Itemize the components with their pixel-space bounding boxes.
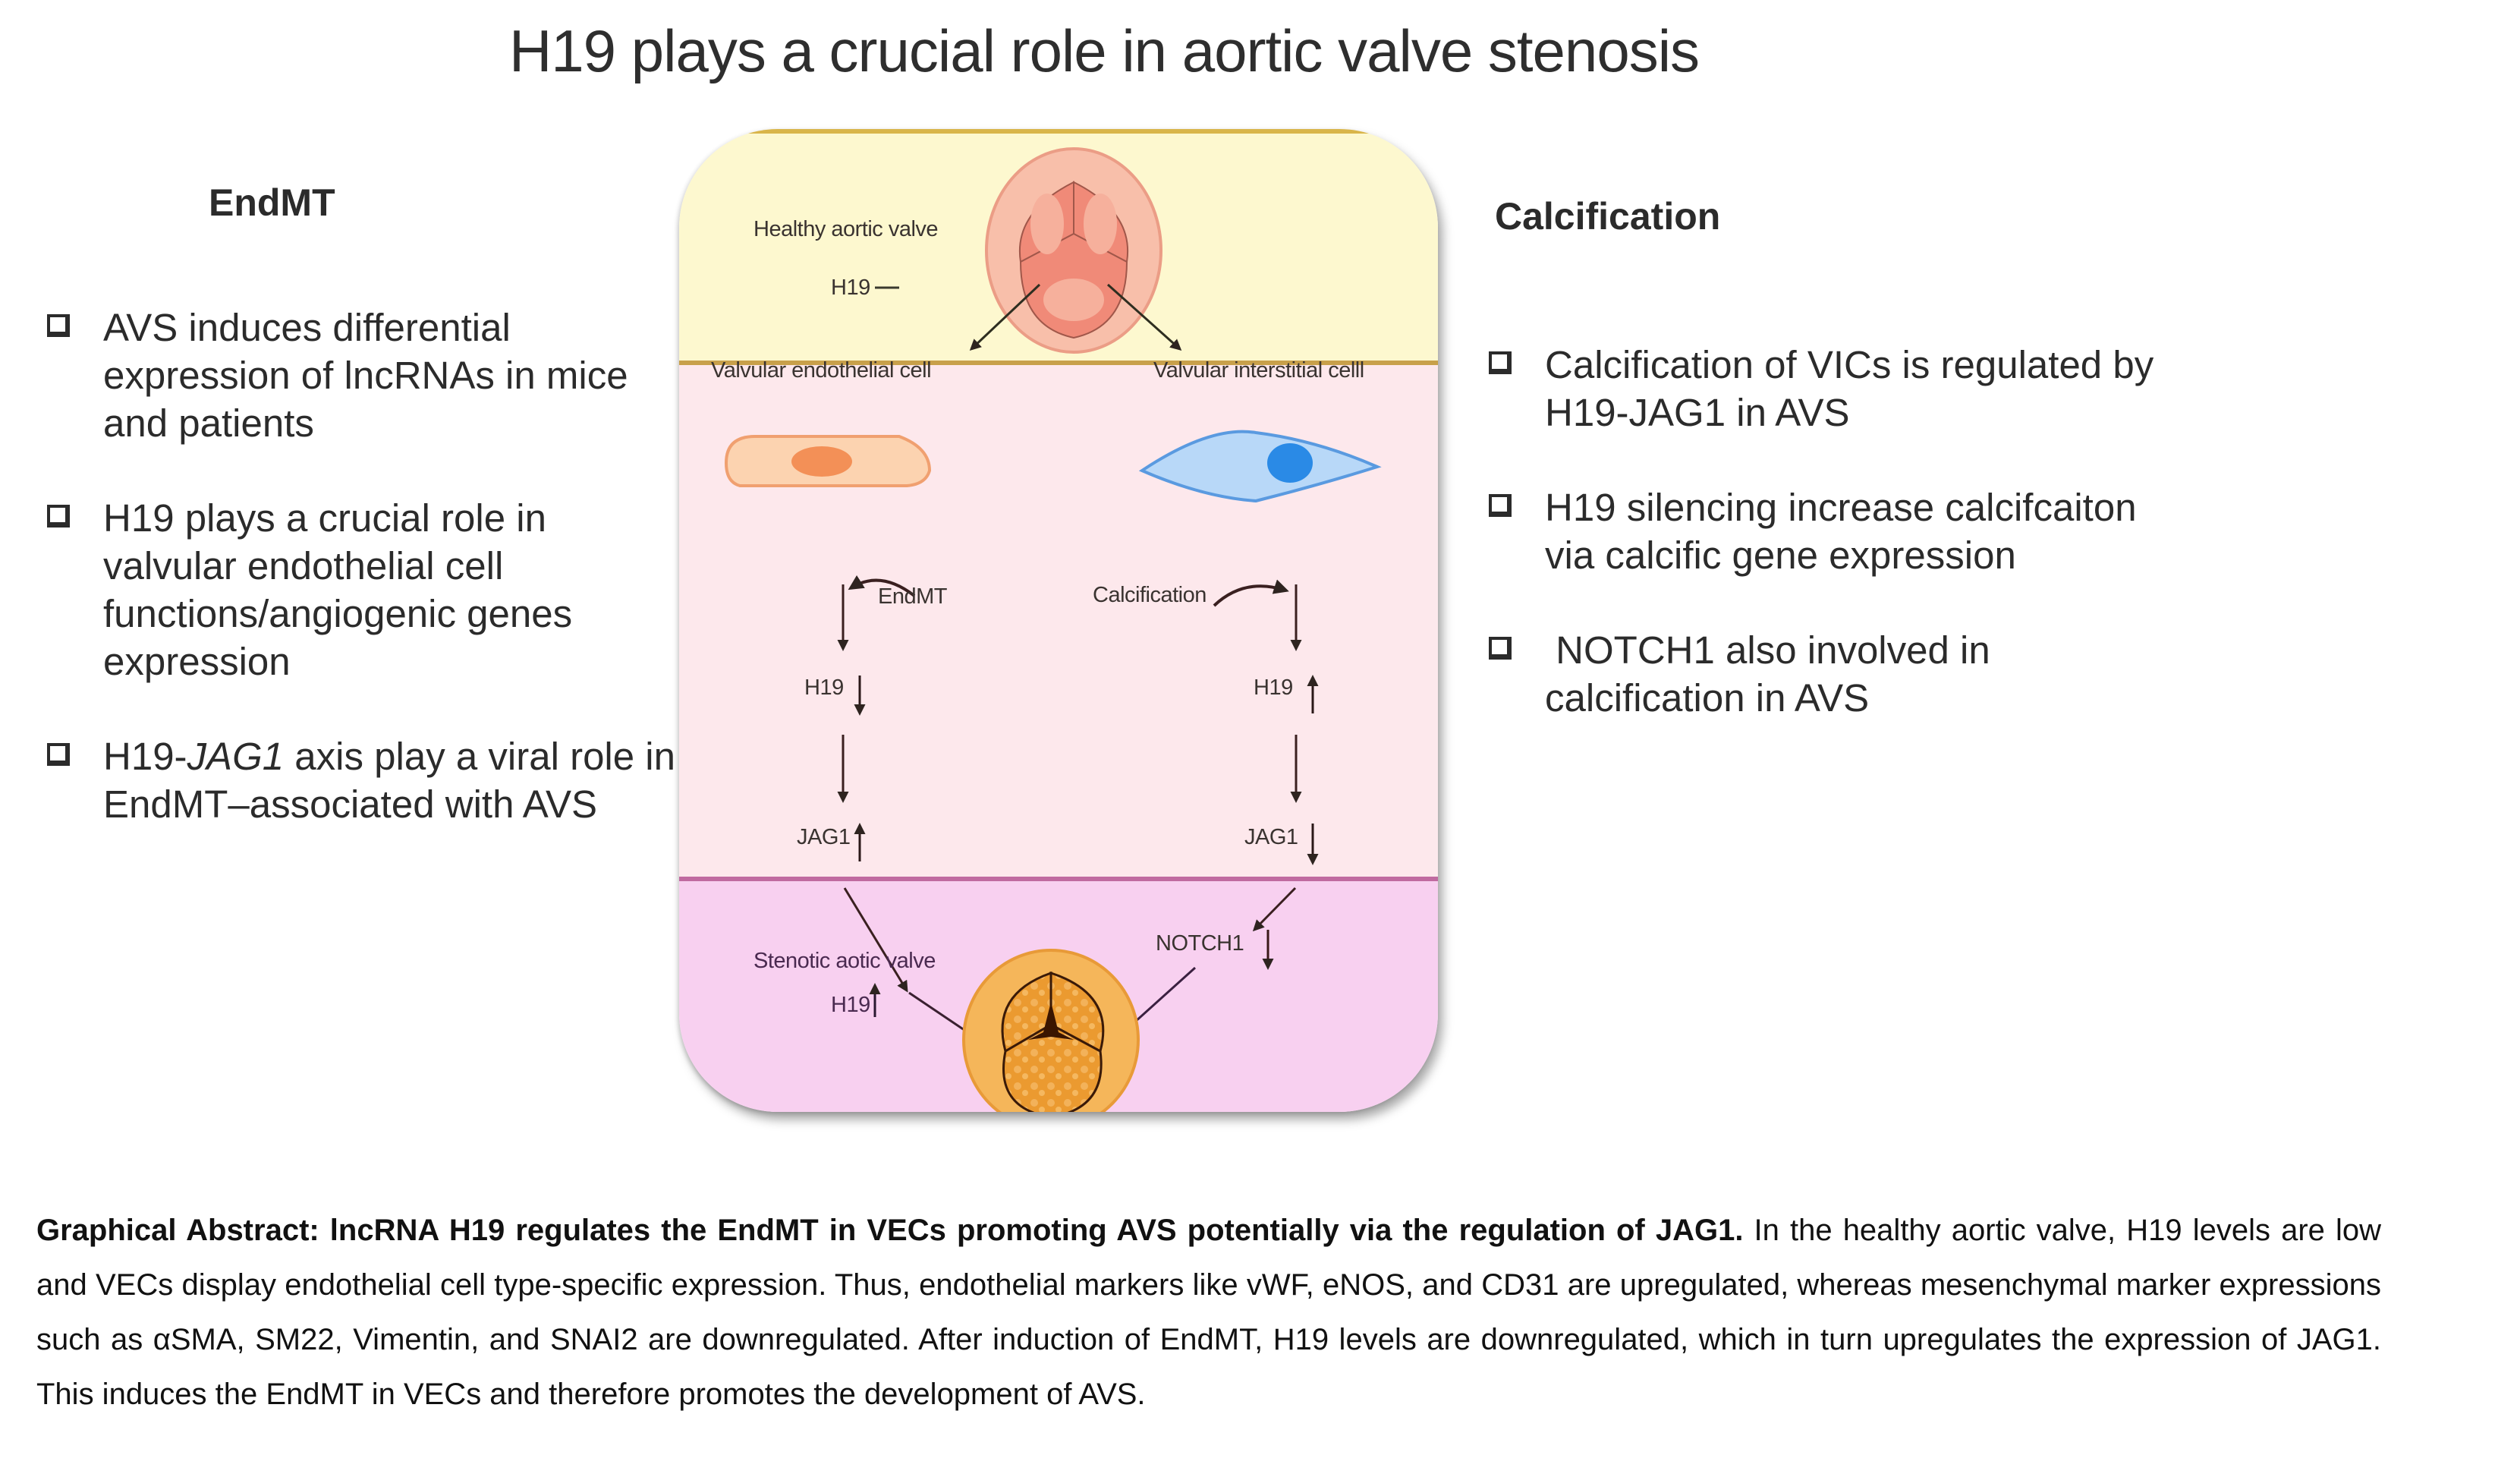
- list-item: Calcification of VICs is regulated by H1…: [1489, 341, 2172, 436]
- list-item: NOTCH1 also involved in calcification in…: [1489, 626, 2172, 722]
- checkbox-bullet-icon: [1489, 351, 1512, 374]
- healthy-valve-label: Healthy aortic valve: [753, 217, 939, 241]
- list-item: H19-JAG1 axis play a viral role in EndMT…: [47, 732, 677, 828]
- gene-name-italic: JAG1: [187, 735, 285, 778]
- bullet-text: Calcification of VICs is regulated by H1…: [1545, 343, 2154, 434]
- pathway-diagram: Healthy aortic valve H19 Valvular endoth…: [679, 129, 1438, 1112]
- endmt-arrow: [848, 575, 916, 597]
- vic-label: Valvular interstitial celll: [1153, 358, 1364, 383]
- list-item: H19 plays a crucial role in valvular end…: [47, 494, 677, 685]
- healthy-h19-label: H19: [831, 276, 870, 300]
- healthy-aortic-valve-icon: [985, 147, 1162, 354]
- right-jag1-label: JAG1: [1244, 825, 1298, 849]
- checkbox-bullet-icon: [47, 314, 70, 337]
- endothelial-nucleus: [791, 446, 852, 477]
- bullet-text: NOTCH1 also involved in calcification in…: [1545, 628, 2001, 720]
- stenotic-aortic-valve-icon: [962, 949, 1140, 1112]
- page-title: H19 plays a crucial role in aortic valve…: [508, 17, 1700, 84]
- calcification-bullet-list: Calcification of VICs is regulated by H1…: [1489, 341, 2172, 769]
- diagram-graphics: [724, 147, 1382, 1112]
- calcification-label: Calcification: [1093, 583, 1207, 607]
- vec-label: Valvular endothelial cell: [711, 358, 932, 383]
- bullet-text: AVS induces differential expression of l…: [103, 306, 628, 445]
- caption-body: In the healthy aortic valve, H19 levels …: [36, 1214, 2381, 1411]
- arrow: [1106, 283, 1182, 351]
- notch1-label: NOTCH1: [1156, 931, 1244, 956]
- endmt-bullet-list: AVS induces differential expression of l…: [47, 304, 677, 875]
- checkbox-bullet-icon: [47, 505, 70, 528]
- stenotic-valve-label: Stenotic aotic valve: [753, 949, 936, 973]
- bullet-text: H19 silencing increase calcifcaiton via …: [1545, 486, 2137, 577]
- left-h19-label: H19: [804, 676, 844, 700]
- checkbox-bullet-icon: [1489, 494, 1512, 517]
- interstitial-nucleus: [1267, 443, 1313, 483]
- calcification-arrow: [1213, 579, 1289, 607]
- arrow: [843, 887, 908, 993]
- interstitial-cell-icon: [1138, 430, 1382, 503]
- calcification-heading: Calcification: [1495, 195, 1721, 238]
- endmt-heading: EndMT: [209, 181, 335, 224]
- bullet-text-suffix: axis play a viral role in EndMT–associat…: [103, 735, 675, 826]
- arrow: [969, 283, 1041, 351]
- bullet-text: H19 plays a crucial role in valvular end…: [103, 496, 573, 683]
- figure-caption: Graphical Abstract: lncRNA H19 regulates…: [36, 1203, 2381, 1422]
- list-item: H19 silencing increase calcifcaiton via …: [1489, 483, 2172, 579]
- endmt-label: EndMT: [878, 584, 947, 609]
- caption-title: Graphical Abstract: lncRNA H19 regulates…: [36, 1214, 1744, 1247]
- bullet-text-prefix: H19-: [103, 735, 187, 778]
- right-h19-label: H19: [1254, 676, 1293, 700]
- left-jag1-label: JAG1: [797, 825, 851, 849]
- checkbox-bullet-icon: [1489, 637, 1512, 660]
- list-item: AVS induces differential expression of l…: [47, 304, 677, 447]
- stenotic-h19-label: H19: [831, 993, 870, 1017]
- checkbox-bullet-icon: [47, 743, 70, 766]
- arrow: [1252, 887, 1297, 932]
